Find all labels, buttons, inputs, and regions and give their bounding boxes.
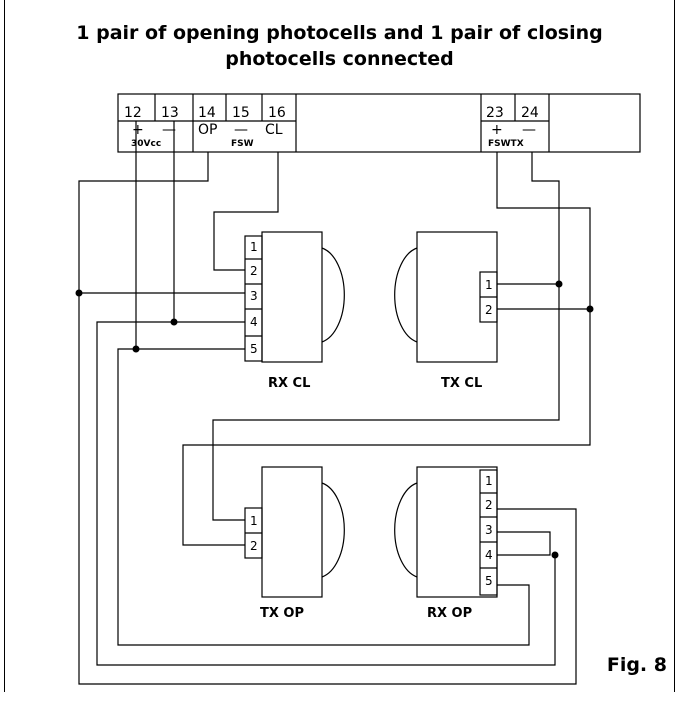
device-rx-cl	[244, 231, 345, 363]
terminal-16: 16	[268, 105, 286, 121]
symbol-op-14: OP	[198, 122, 217, 138]
rx-op-pin-3: 3	[485, 523, 493, 537]
terminal-24: 24	[521, 105, 539, 121]
wire-minus-13	[173, 121, 245, 323]
rx-cl-lens	[321, 247, 345, 343]
terminal-13: 13	[161, 105, 179, 121]
tx-cl-label: TX CL	[441, 376, 482, 391]
rx-op-label: RX OP	[427, 606, 472, 621]
wire-plus-12	[135, 121, 245, 350]
wire-fswtx-minus-to-tx-op	[212, 284, 560, 521]
wire-minus-13-to-rx-op	[96, 321, 556, 666]
wire-rx-op-pin2-4	[497, 531, 551, 556]
rx-cl-pin-4: 4	[250, 315, 258, 329]
wire-cl-16	[213, 152, 279, 271]
wire-fswtx-plus-23	[496, 152, 591, 310]
tx-op-pin-2: 2	[250, 539, 258, 553]
rx-cl-pin-3: 3	[250, 289, 258, 303]
rx-cl-pin-5: 5	[250, 342, 258, 356]
tx-cl-lens	[394, 247, 418, 343]
junction-rx-op	[551, 551, 559, 559]
diagram-frame	[4, 0, 675, 692]
rx-cl-body	[261, 231, 323, 363]
wire-plus-12-to-rx-op	[117, 348, 530, 646]
junctions	[75, 280, 594, 559]
tx-op-pin-1: 1	[250, 514, 258, 528]
tx-cl-pin-1: 1	[485, 278, 493, 292]
terminal-15: 15	[232, 105, 250, 121]
terminal-block	[117, 93, 641, 153]
terminal-block-outline	[117, 93, 641, 153]
wire-op-14	[78, 152, 577, 685]
rx-op-pin-5: 5	[485, 574, 493, 588]
junction-left-bus	[75, 289, 83, 297]
wiring	[78, 121, 591, 685]
title-line-2: photocells connected	[225, 48, 454, 70]
symbol-minus-24: —	[522, 122, 536, 138]
symbol-plus-23: +	[491, 122, 503, 138]
rx-cl-connector	[244, 235, 263, 362]
wire-fswtx-plus-to-tx-op	[182, 309, 591, 546]
device-tx-cl	[394, 231, 498, 363]
title-line-1: 1 pair of opening photocells and 1 pair …	[76, 22, 603, 44]
group-label-fswtx: FSWTX	[488, 139, 524, 149]
figure-label: Fig. 8	[606, 654, 667, 676]
junction-plus	[132, 345, 140, 353]
diagram-title: 1 pair of opening photocells and 1 pair …	[0, 20, 679, 72]
rx-op-pin-1: 1	[485, 474, 493, 488]
rx-op-pin-4: 4	[485, 548, 493, 562]
rx-op-lens	[394, 482, 418, 578]
terminal-12: 12	[124, 105, 142, 121]
terminal-14: 14	[198, 105, 216, 121]
symbol-plus-12: +	[132, 122, 144, 138]
group-label-fsw: FSW	[231, 139, 254, 149]
rx-op-pin-2: 2	[485, 498, 493, 512]
tx-op-lens	[321, 482, 345, 578]
junction-tx-cl-1	[555, 280, 563, 288]
terminal-23: 23	[486, 105, 504, 121]
rx-cl-label: RX CL	[268, 376, 310, 391]
group-label-30vcc: 30Vcc	[131, 139, 161, 149]
symbol-minus-15: —	[234, 122, 248, 138]
tx-op-label: TX OP	[260, 606, 304, 621]
tx-op-body	[261, 466, 323, 598]
wire-fswtx-minus-24	[497, 152, 560, 285]
tx-cl-pin-2: 2	[485, 303, 493, 317]
device-tx-op	[244, 466, 345, 598]
junction-tx-cl-2	[586, 305, 594, 313]
junction-minus	[170, 318, 178, 326]
rx-cl-pin-2: 2	[250, 264, 258, 278]
device-rx-op	[394, 466, 498, 598]
rx-cl-pin-1: 1	[250, 240, 258, 254]
symbol-cl-16: CL	[265, 122, 283, 138]
symbol-minus-13: —	[162, 122, 176, 138]
